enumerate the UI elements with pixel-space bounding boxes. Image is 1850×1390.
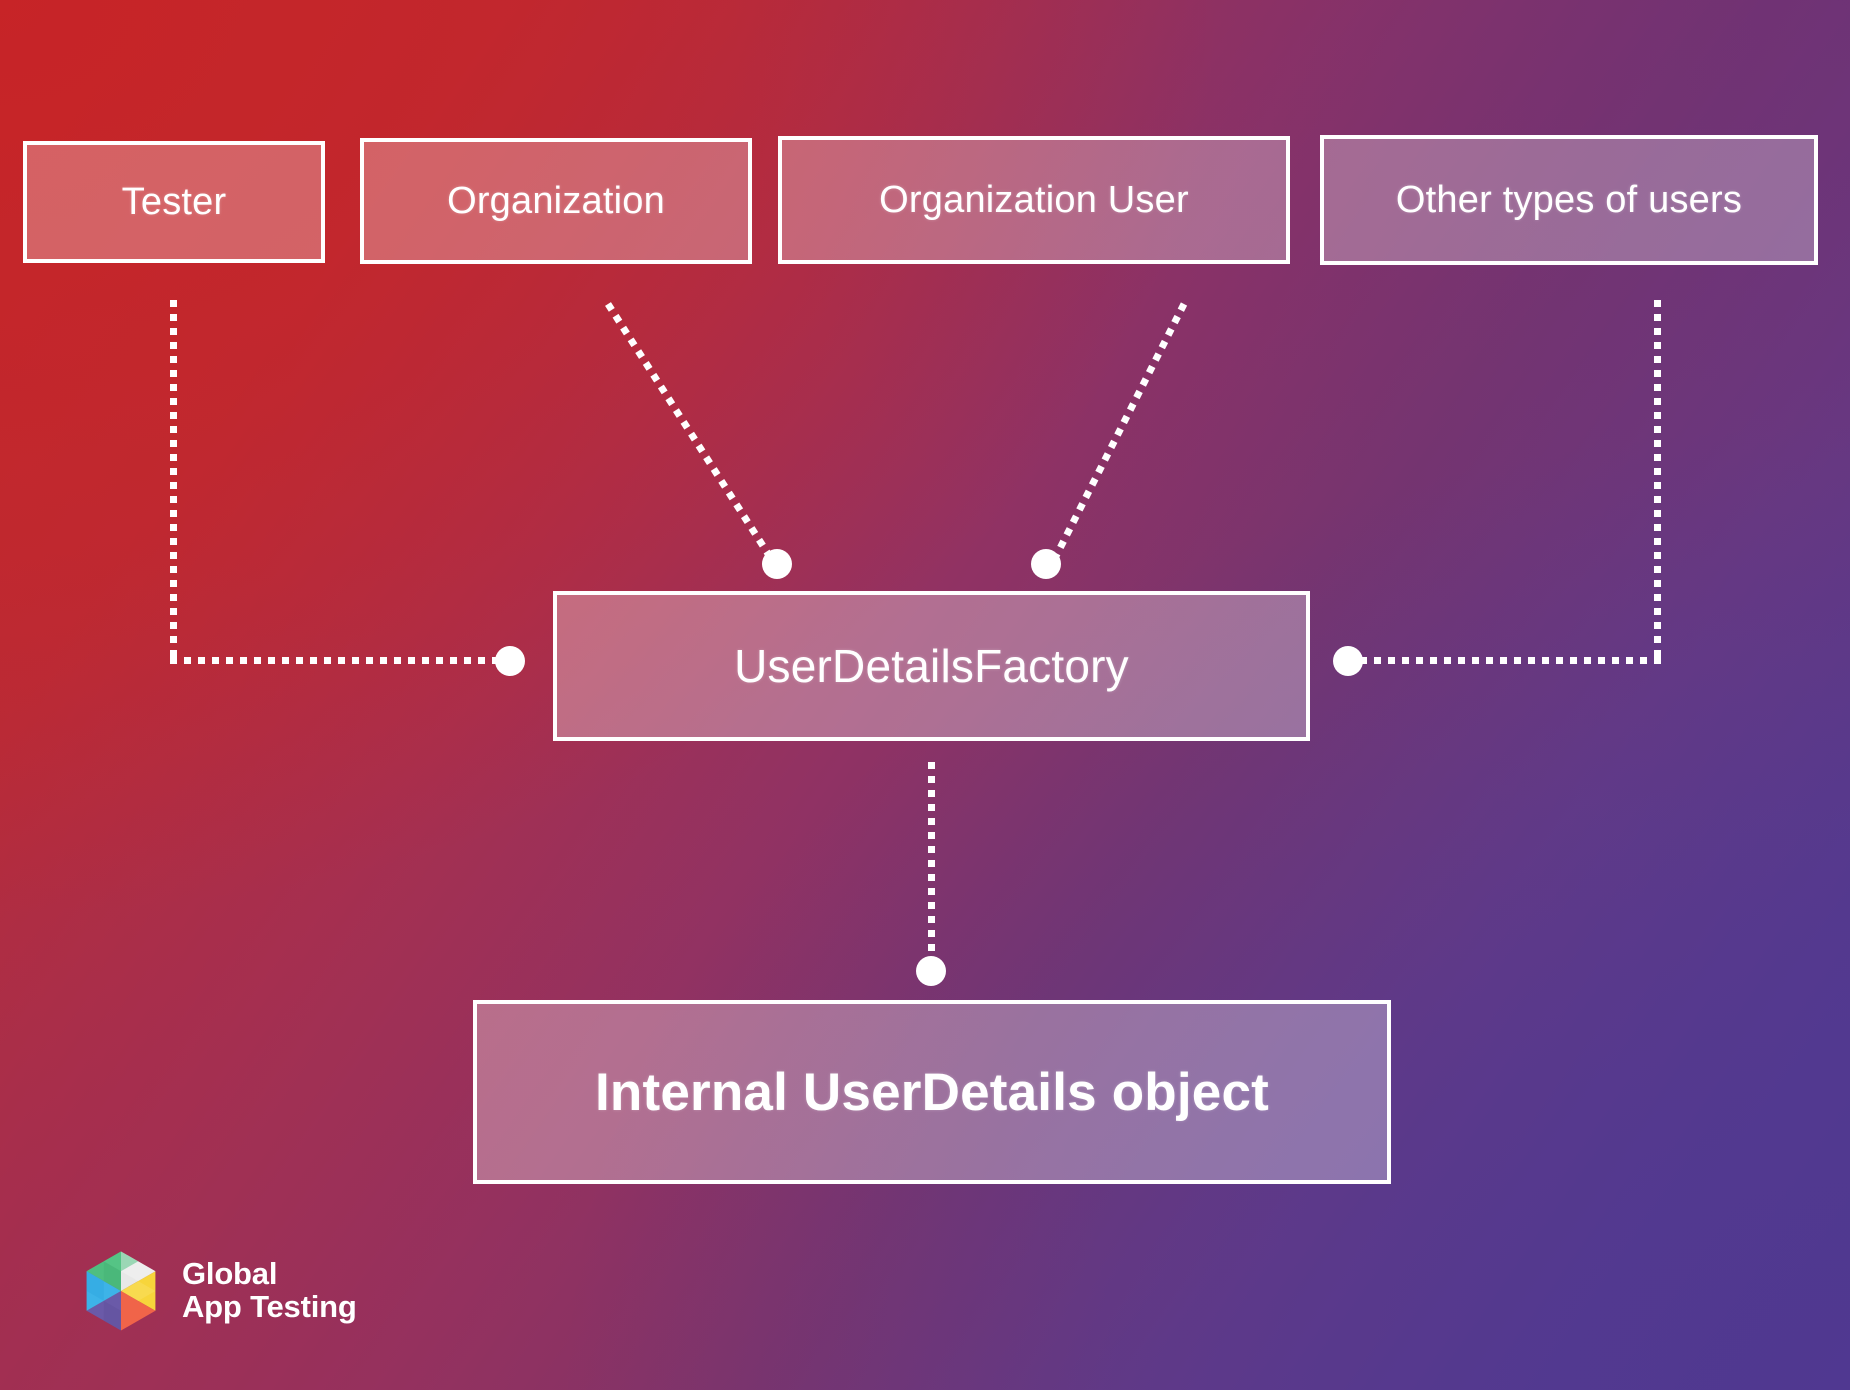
connector-tester-vertical xyxy=(170,300,177,664)
logo-line-2: App Testing xyxy=(182,1289,357,1324)
node-internal-user-details-object-label: Internal UserDetails object xyxy=(594,1062,1269,1122)
node-organization[interactable]: Organization xyxy=(360,138,752,264)
node-organization-user[interactable]: Organization User xyxy=(778,136,1290,264)
node-organization-label: Organization xyxy=(447,179,665,222)
node-other-types-of-users-label: Other types of users xyxy=(1395,178,1743,221)
node-user-details-factory[interactable]: UserDetailsFactory xyxy=(553,591,1310,741)
node-internal-user-details-object[interactable]: Internal UserDetails object xyxy=(473,1000,1391,1184)
connector-tester-endpoint xyxy=(495,646,525,676)
global-app-testing-logo: Global App Testing xyxy=(78,1248,357,1334)
connector-factory-internal-vertical xyxy=(928,762,935,962)
connector-other-users-endpoint xyxy=(1333,646,1363,676)
node-other-types-of-users[interactable]: Other types of users xyxy=(1320,135,1818,265)
node-tester[interactable]: Tester xyxy=(23,141,325,263)
logo-line-1: Global xyxy=(182,1256,278,1292)
connector-other-users-horizontal xyxy=(1360,657,1661,664)
connector-factory-internal-endpoint xyxy=(916,956,946,986)
logo-wordmark: Global App Testing xyxy=(182,1256,357,1324)
node-tester-label: Tester xyxy=(121,180,227,223)
connector-organization-user-endpoint xyxy=(1031,549,1061,579)
node-organization-user-label: Organization User xyxy=(879,178,1189,221)
hexagon-cube-logo-icon xyxy=(86,1251,156,1331)
connector-other-users-vertical xyxy=(1654,300,1661,664)
connector-organization-endpoint xyxy=(762,549,792,579)
node-user-details-factory-label: UserDetailsFactory xyxy=(734,640,1129,692)
connector-tester-horizontal xyxy=(170,657,505,664)
